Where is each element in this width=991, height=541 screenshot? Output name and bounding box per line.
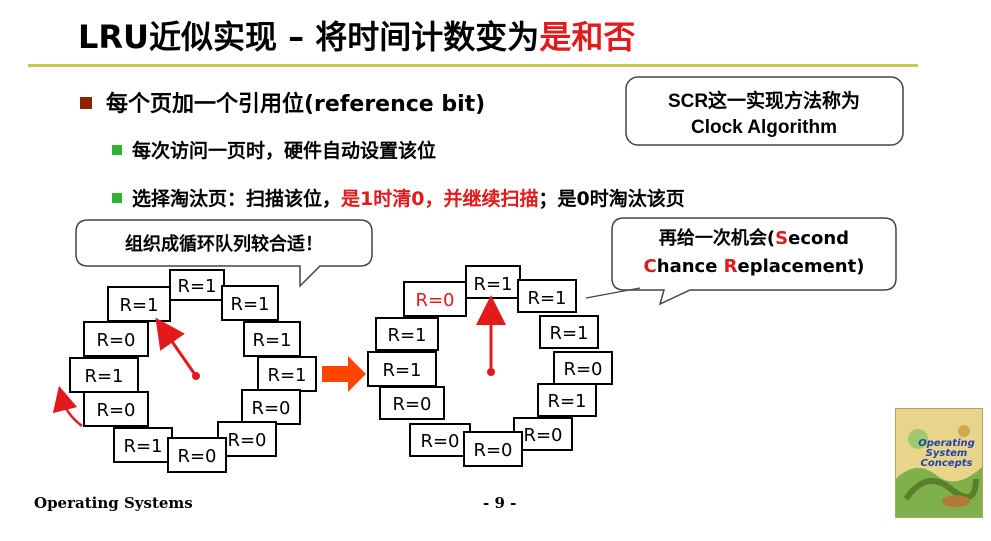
svg-text:R=0: R=0 xyxy=(227,430,266,451)
book-cover-image: Operating System Concepts xyxy=(895,408,983,518)
bullet-level2-select: 选择淘汰页：扫描该位，是1时清0，并继续扫描；是0时淘汰该页 xyxy=(112,184,685,211)
page-frame: R=0 xyxy=(167,437,227,473)
page-frame: R=1 xyxy=(375,317,439,351)
svg-text:Chance Replacement): Chance Replacement) xyxy=(644,256,865,277)
page-frame: R=0 xyxy=(403,281,467,317)
book-cover-title: Operating System Concepts xyxy=(918,438,975,469)
page-frame: R=1 xyxy=(69,357,139,393)
square-bullet-icon xyxy=(80,97,92,109)
svg-text:SCR这一实现方法称为: SCR这一实现方法称为 xyxy=(668,89,860,112)
svg-text:R=0: R=0 xyxy=(473,440,512,461)
footer-course: Operating Systems xyxy=(34,494,193,512)
svg-text:R=0: R=0 xyxy=(96,330,135,351)
svg-text:R=0: R=0 xyxy=(392,394,431,415)
page-frame: R=0 xyxy=(553,351,613,385)
page-frame: R=1 xyxy=(221,285,279,321)
svg-text:R=1: R=1 xyxy=(549,323,588,344)
clock-center xyxy=(487,368,495,376)
page-frame: R=1 xyxy=(517,279,577,313)
svg-text:R=1: R=1 xyxy=(547,391,586,412)
svg-text:R=1: R=1 xyxy=(267,365,306,386)
page-frame: R=1 xyxy=(537,383,597,417)
page-frame: R=1 xyxy=(113,427,173,463)
title-highlight: 是和否 xyxy=(539,18,636,56)
svg-text:R=1: R=1 xyxy=(123,436,162,457)
svg-text:R=1: R=1 xyxy=(527,288,566,309)
svg-text:R=1: R=1 xyxy=(252,330,291,351)
svg-text:R=1: R=1 xyxy=(84,366,123,387)
svg-text:R=1: R=1 xyxy=(382,360,421,381)
svg-text:组织成循环队列较合适！: 组织成循环队列较合适！ xyxy=(125,233,323,255)
scr-callout: SCR这一实现方法称为 Clock Algorithm xyxy=(625,76,904,146)
page-frame: R=0 xyxy=(217,421,277,457)
page-frame: R=0 xyxy=(513,417,573,451)
square-bullet-icon xyxy=(112,145,122,155)
page-frame: R=1 xyxy=(107,286,171,322)
left-clock: R=1 R=1 R=1 R=0 R=1 R=1 R=1 R=0 R=0 R=1 … xyxy=(52,269,317,473)
page-frame: R=1 xyxy=(169,269,225,301)
svg-text:再给一次机会(Second: 再给一次机会(Second xyxy=(659,227,849,249)
svg-text:R=0: R=0 xyxy=(177,446,216,467)
bullet-level2-access: 每次访问一页时，硬件自动设置该位 xyxy=(112,136,436,163)
page-frame: R=1 xyxy=(465,265,521,299)
page-frame: R=0 xyxy=(409,423,471,457)
footer-page-number: - 9 - xyxy=(483,494,517,512)
page-frame: R=0 xyxy=(463,431,523,467)
page-frame: R=1 xyxy=(243,321,301,357)
page-frame: R=0 xyxy=(83,391,149,427)
svg-text:Clock Algorithm: Clock Algorithm xyxy=(691,117,837,138)
slide-title: LRU近似实现 – 将时间计数变为是和否 xyxy=(78,18,636,56)
svg-text:R=0: R=0 xyxy=(251,398,290,419)
rotation-arrow xyxy=(52,385,83,427)
svg-text:R=0: R=0 xyxy=(563,359,602,380)
circular-queue-callout: 组织成循环队列较合适！ xyxy=(75,219,373,288)
page-frame: R=0 xyxy=(83,321,149,357)
clock-hand-arrow xyxy=(155,317,198,377)
title-divider xyxy=(28,64,918,67)
bullet-level1: 每个页加一个引用位(reference bit) xyxy=(80,86,485,118)
page-frame: R=0 xyxy=(379,386,445,420)
svg-text:R=1: R=1 xyxy=(387,325,426,346)
svg-text:R=1: R=1 xyxy=(230,294,269,315)
page-frame: R=0 xyxy=(241,389,301,425)
svg-text:R=1: R=1 xyxy=(177,276,216,297)
right-clock: R=1 R=1 R=0 R=1 R=1 R=1 R=0 R=0 R=1 R=0 … xyxy=(367,265,613,467)
clock-center xyxy=(192,372,200,380)
svg-text:R=1: R=1 xyxy=(473,274,512,295)
square-bullet-icon xyxy=(112,193,122,203)
page-frame: R=1 xyxy=(257,356,317,392)
transition-arrow xyxy=(322,356,366,392)
page-frame: R=1 xyxy=(539,315,599,349)
svg-text:R=0: R=0 xyxy=(420,431,459,452)
svg-text:R=0: R=0 xyxy=(415,290,454,311)
second-chance-callout: 再给一次机会(Second Chance Replacement) xyxy=(611,217,897,306)
svg-text:R=1: R=1 xyxy=(119,295,158,316)
svg-text:R=0: R=0 xyxy=(96,400,135,421)
page-frame: R=1 xyxy=(367,351,437,387)
svg-text:R=0: R=0 xyxy=(523,425,562,446)
